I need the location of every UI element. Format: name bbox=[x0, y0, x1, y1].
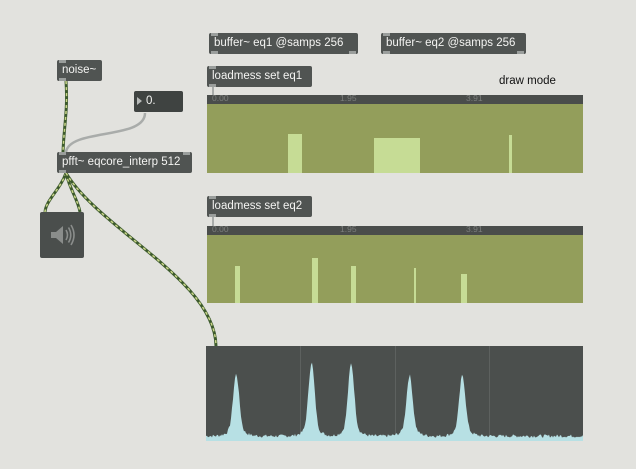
waveform-eq1[interactable]: 0.00 1.95 3.91 bbox=[207, 93, 583, 173]
waveform-eq1-bar bbox=[509, 135, 513, 173]
noise-object[interactable]: noise~ bbox=[57, 60, 102, 81]
spectrum-trace bbox=[206, 362, 583, 441]
loadmess-eq1-label: loadmess set eq1 bbox=[212, 70, 303, 82]
waveform-eq1-display[interactable] bbox=[207, 104, 583, 173]
waveform-eq2-tick: 3.91 bbox=[466, 224, 483, 234]
waveform-eq2-display[interactable] bbox=[207, 235, 583, 303]
loadmess-eq2-label: loadmess set eq2 bbox=[212, 200, 303, 212]
waveform-eq2-bar bbox=[234, 266, 241, 303]
number-box-arrow-icon bbox=[137, 97, 142, 105]
buffer-eq2-label: buffer~ eq2 @samps 256 bbox=[386, 37, 516, 49]
waveform-eq1-bar bbox=[288, 134, 303, 173]
spectroscope bbox=[206, 346, 583, 441]
waveform-eq2-tick: 0.00 bbox=[212, 224, 229, 234]
waveform-eq2[interactable]: 0.00 1.95 3.91 bbox=[207, 224, 583, 303]
speaker-icon bbox=[51, 224, 75, 246]
waveform-eq1-bar bbox=[373, 137, 421, 173]
pfft-object[interactable]: pfft~ eqcore_interp 512 bbox=[57, 152, 192, 173]
waveform-eq1-tick: 3.91 bbox=[466, 93, 483, 103]
buffer-eq1-label: buffer~ eq1 @samps 256 bbox=[214, 37, 344, 49]
waveform-eq2-bar bbox=[351, 266, 356, 303]
spectroscope-display bbox=[206, 346, 583, 441]
pfft-object-label: pfft~ eqcore_interp 512 bbox=[62, 156, 181, 168]
buffer-eq2-object[interactable]: buffer~ eq2 @samps 256 bbox=[381, 33, 526, 54]
waveform-eq2-bar bbox=[312, 258, 318, 303]
waveform-eq2-tick: 1.95 bbox=[340, 224, 357, 234]
signal-cord-pfft-dac-left bbox=[43, 172, 68, 213]
dac-speaker-button[interactable] bbox=[40, 212, 84, 258]
waveform-eq2-bar bbox=[414, 268, 417, 303]
number-to-pfft-cord bbox=[64, 112, 147, 153]
draw-mode-label: draw mode bbox=[499, 75, 556, 87]
number-box[interactable]: 0. bbox=[134, 91, 183, 112]
signal-cord-noise-pfft bbox=[61, 80, 69, 153]
signal-cord-pfft-dac-right bbox=[64, 172, 82, 213]
signal-cord-pfft-scope bbox=[64, 172, 218, 347]
waveform-eq1-ruler: 0.00 1.95 3.91 bbox=[207, 93, 583, 104]
loadmess-eq2-object[interactable]: loadmess set eq2 bbox=[207, 196, 312, 217]
waveform-eq2-bar bbox=[461, 273, 468, 303]
waveform-eq1-tick: 0.00 bbox=[212, 93, 229, 103]
number-box-value: 0. bbox=[146, 95, 156, 107]
waveform-eq1-tick: 1.95 bbox=[340, 93, 357, 103]
noise-object-label: noise~ bbox=[62, 64, 97, 76]
buffer-eq1-object[interactable]: buffer~ eq1 @samps 256 bbox=[209, 33, 358, 54]
loadmess-eq1-object[interactable]: loadmess set eq1 bbox=[207, 66, 312, 87]
waveform-eq2-ruler: 0.00 1.95 3.91 bbox=[207, 224, 583, 235]
